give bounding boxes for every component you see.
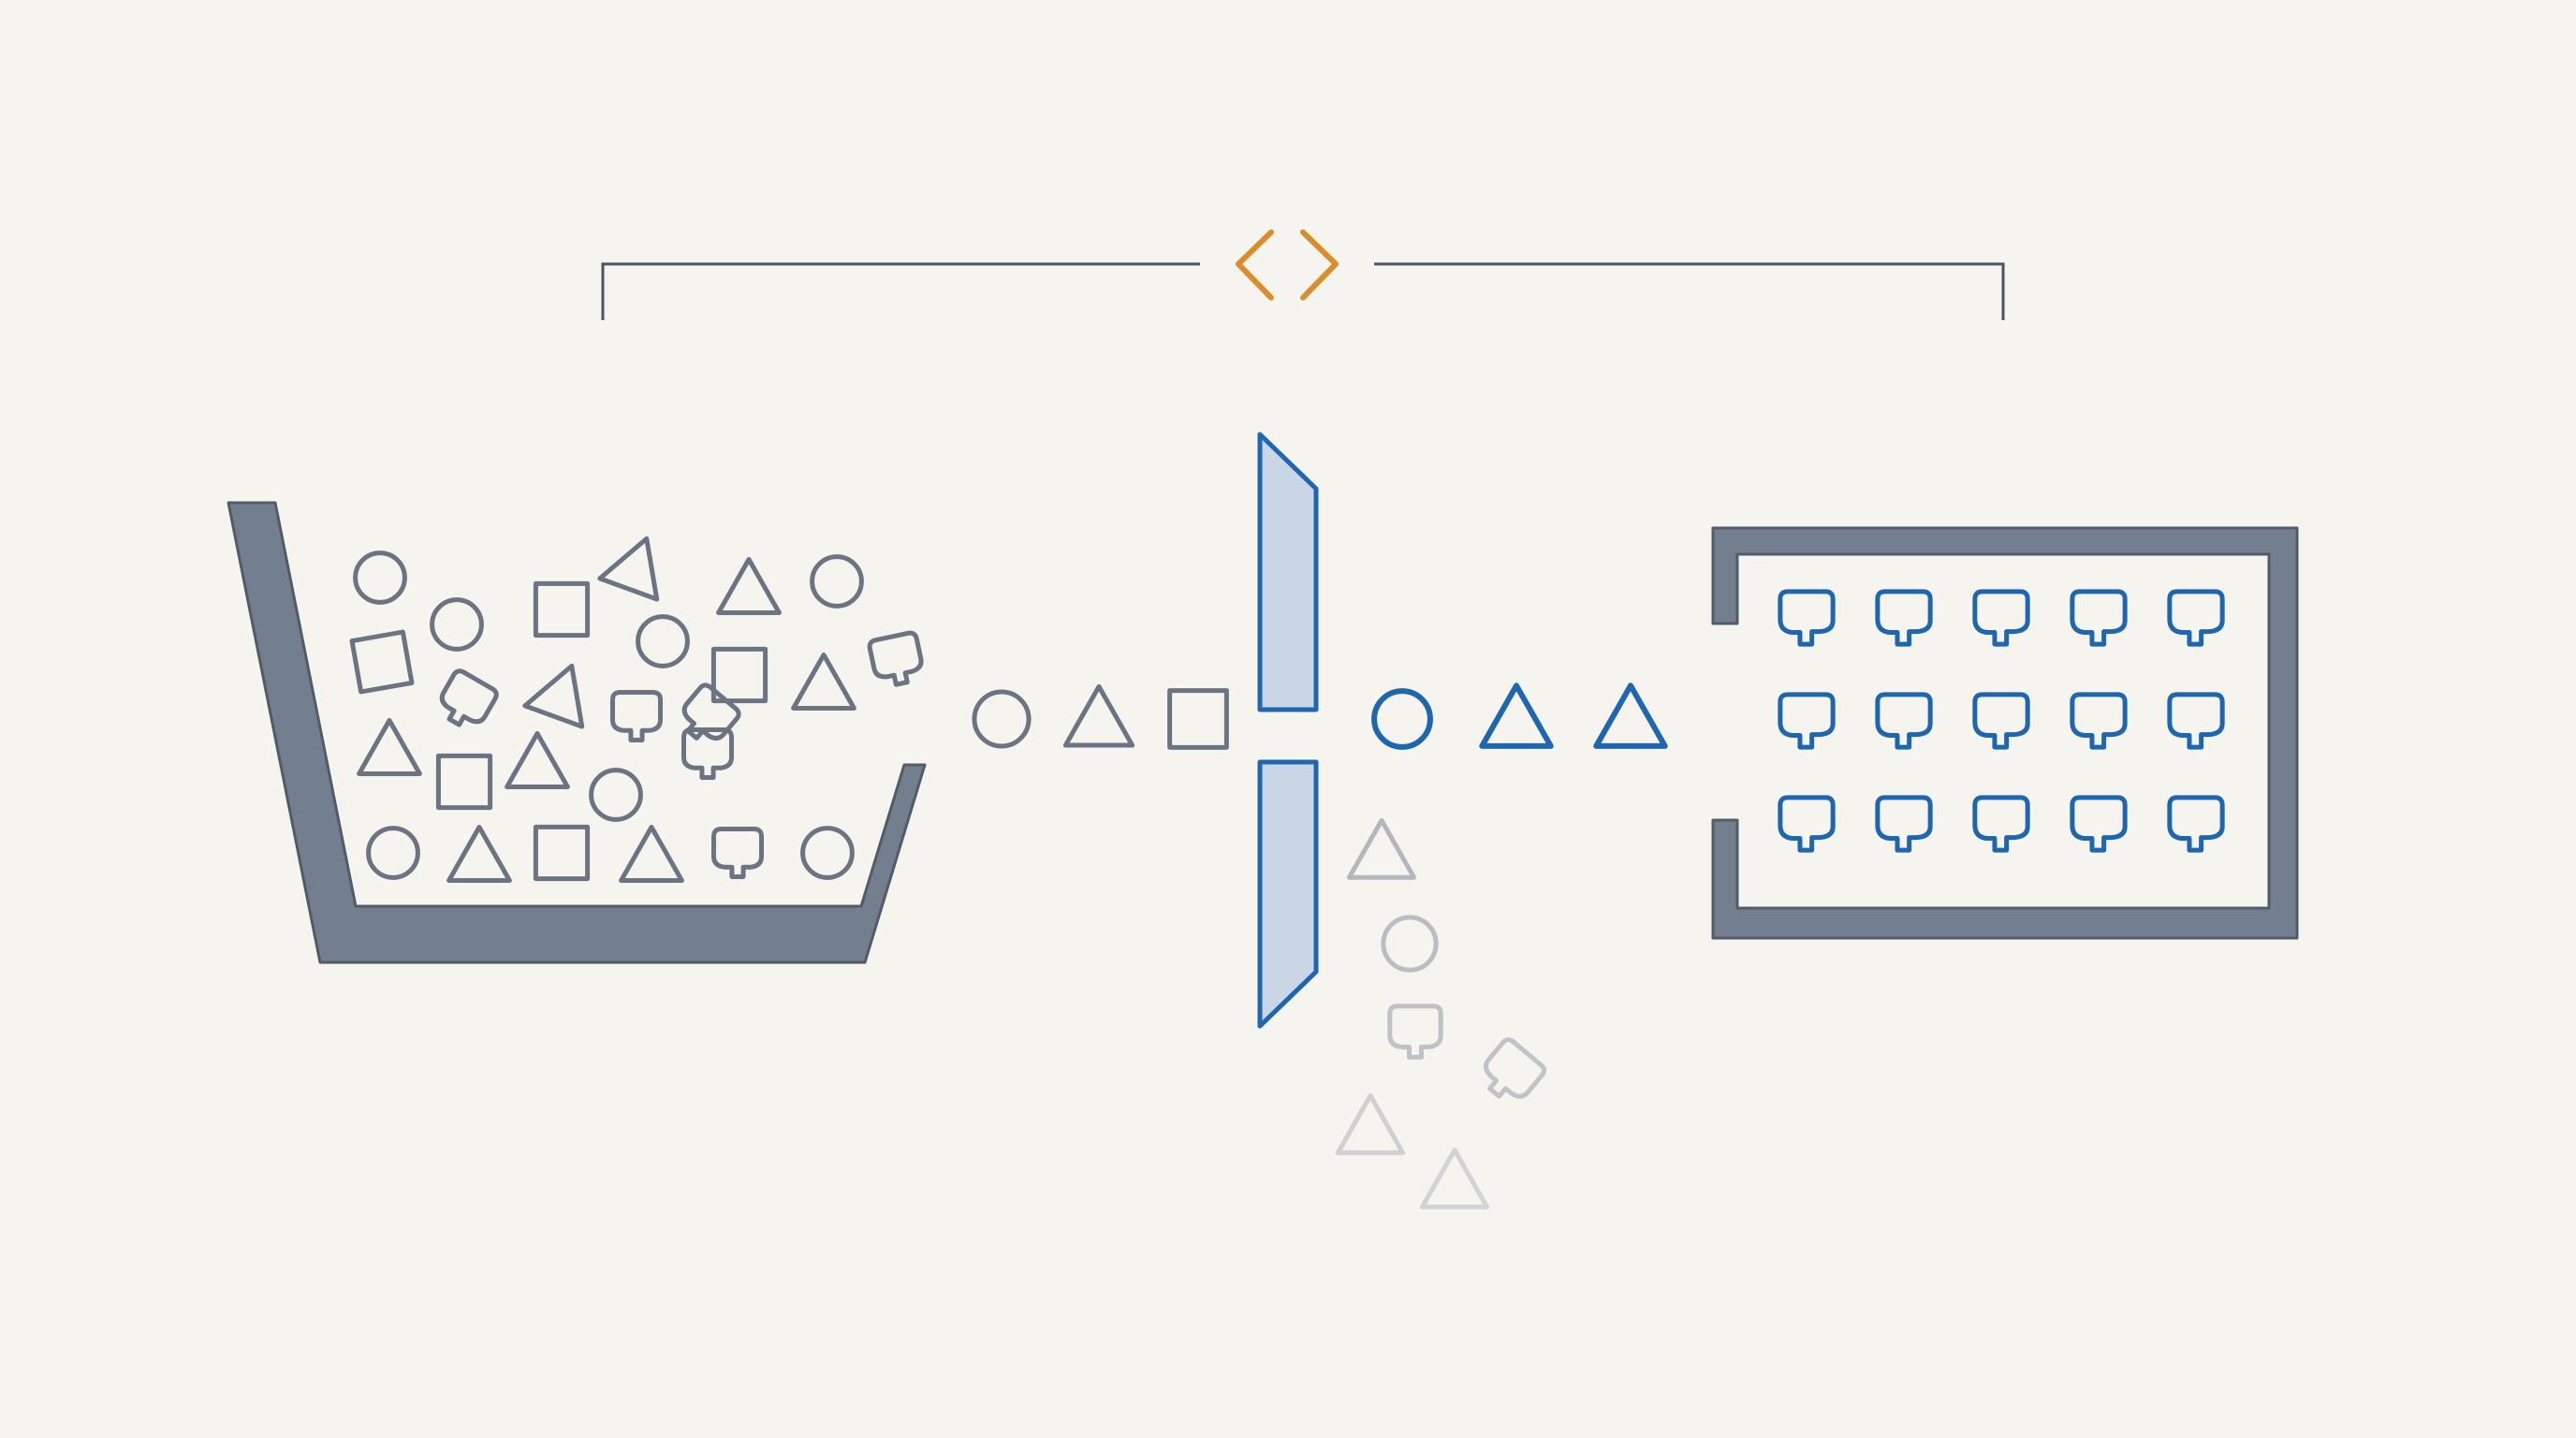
source-triangle-shape: [791, 653, 856, 711]
tray-icon: [1711, 526, 2299, 940]
speech-bubble-icon: [1972, 589, 2030, 647]
incoming-stream: [972, 683, 1229, 750]
incoming-circle-shape: [972, 689, 1032, 749]
rejected-blob-shape: [1484, 1036, 1547, 1099]
speech-bubble-icon: [2167, 589, 2225, 647]
speech-bubble-icon: [2070, 589, 2128, 647]
code-brackets-icon: [1236, 229, 1339, 301]
passed-circle-shape: [1371, 688, 1433, 750]
passed-triangle-shape: [1593, 682, 1668, 749]
bin-icon: [227, 501, 927, 964]
speech-bubble-icon: [1875, 589, 1933, 647]
source-triangle-shape: [505, 731, 570, 789]
source-triangle-shape: [619, 825, 684, 883]
bracket-right-line: [1374, 262, 2005, 320]
source-circle-shape: [636, 614, 690, 668]
speech-bubble-icon: [1972, 795, 2030, 853]
speech-bubble-icon: [2167, 795, 2225, 853]
rejected-circle-shape: [1381, 915, 1439, 973]
passed-stream: [1371, 682, 1668, 750]
speech-bubble-icon: [1778, 795, 1836, 853]
source-square-shape: [533, 580, 591, 638]
rejected-blob-shape: [1387, 1004, 1443, 1060]
bracket-left-line: [601, 262, 1200, 320]
source-triangle-shape: [446, 825, 512, 883]
rejected-triangle-shape: [1346, 817, 1417, 880]
speech-bubble-icon: [1778, 589, 1836, 647]
incoming-square-shape: [1167, 688, 1229, 750]
source-square-shape: [435, 753, 493, 811]
source-blob-shape: [439, 668, 499, 727]
source-triangle-shape: [522, 663, 585, 729]
source-triangle-shape: [597, 536, 660, 602]
speech-bubble-icon: [1972, 692, 2030, 750]
source-blob-shape: [867, 630, 924, 687]
source-circle-shape: [353, 550, 407, 605]
source-triangle-shape: [716, 557, 782, 615]
source-blob-shape: [711, 827, 764, 879]
source-blob-shape: [681, 727, 734, 780]
passed-triangle-shape: [1479, 682, 1554, 749]
source-shapes: [349, 536, 924, 883]
rejected-triangle-shape: [1419, 1147, 1490, 1210]
rejected-triangle-shape: [1335, 1093, 1406, 1155]
filter-upper-panel: [1257, 432, 1319, 712]
filter-lower-panel: [1257, 759, 1319, 1029]
source-circle-shape: [589, 768, 643, 822]
speech-bubble-icon: [1875, 692, 1933, 750]
speech-bubble-icon: [1778, 692, 1836, 750]
source-square-shape: [349, 629, 415, 695]
source-circle-shape: [810, 554, 864, 609]
source-circle-shape: [366, 826, 420, 880]
speech-bubble-icon: [2070, 692, 2128, 750]
speech-bubble-icon: [2167, 692, 2225, 750]
source-triangle-shape: [357, 718, 422, 776]
tray-items: [1778, 589, 2225, 853]
source-blob-shape: [610, 690, 663, 742]
top-bracket: [601, 262, 2005, 320]
source-square-shape: [533, 824, 591, 882]
speech-bubble-icon: [2070, 795, 2128, 853]
source-circle-shape: [800, 826, 855, 880]
speech-bubble-icon: [1875, 795, 1933, 853]
source-circle-shape: [430, 597, 484, 652]
filter-gate-icon: [1257, 432, 1319, 1029]
source-blob-shape: [681, 682, 741, 741]
incoming-triangle-shape: [1062, 683, 1135, 748]
rejected-stream: [1335, 817, 1547, 1210]
source-square-shape: [710, 646, 768, 704]
